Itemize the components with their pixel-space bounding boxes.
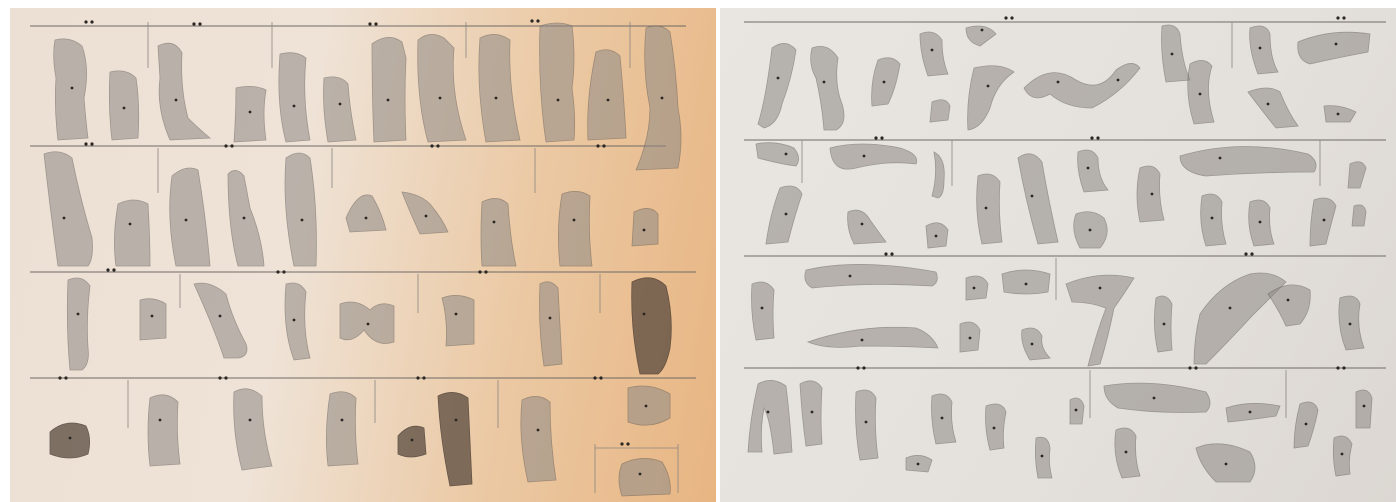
right-row-1-silhouettes — [758, 25, 1370, 130]
left-row-2-silhouettes — [44, 152, 658, 266]
right-row-4-silhouettes — [748, 380, 1372, 482]
left-page-plates — [10, 8, 716, 502]
right-page-plates — [720, 8, 1396, 502]
left-row-4-silhouettes — [50, 386, 670, 496]
right-row-2-silhouettes — [756, 143, 1366, 248]
left-row-3-silhouettes — [67, 278, 671, 374]
right-row-3-silhouettes — [752, 264, 1365, 366]
left-page — [10, 8, 716, 502]
right-page — [720, 8, 1396, 502]
